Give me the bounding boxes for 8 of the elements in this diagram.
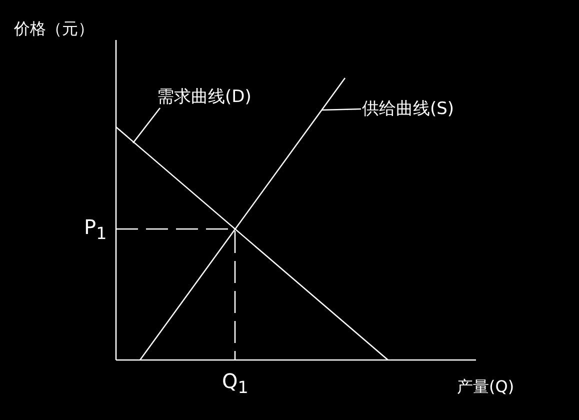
- price-label: P$_{1}$: [84, 217, 107, 244]
- leader-line: [132, 108, 161, 144]
- curve-label: 需求曲线(D): [157, 87, 252, 107]
- curve-label: 供给曲线(S): [362, 99, 454, 119]
- quantity-label: Q$_{1}$: [222, 371, 248, 398]
- leader-line: [322, 108, 362, 111]
- axis-title: 产量(Q): [457, 377, 514, 397]
- axis-title: 价格（元）: [14, 19, 94, 39]
